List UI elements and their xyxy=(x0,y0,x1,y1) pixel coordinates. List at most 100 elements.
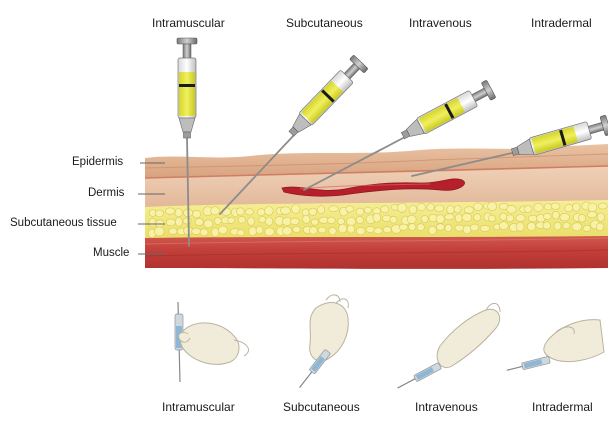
fat-globule xyxy=(409,205,417,214)
fat-globule xyxy=(390,216,397,223)
fat-globule xyxy=(364,207,371,213)
fat-globule xyxy=(462,213,472,221)
fat-globule xyxy=(228,217,235,223)
fat-globule xyxy=(356,216,363,223)
fat-globule xyxy=(436,215,444,224)
fat-globule xyxy=(154,227,164,236)
fat-globule xyxy=(480,225,490,231)
fat-globule xyxy=(383,227,391,233)
fat-globule xyxy=(445,224,452,231)
fat-globule xyxy=(399,224,408,230)
fat-globule xyxy=(500,213,507,220)
fat-globule xyxy=(455,214,462,222)
fat-globule xyxy=(543,222,551,229)
fat-globule xyxy=(309,208,317,215)
fat-globule xyxy=(195,218,203,225)
fat-globule xyxy=(428,226,436,234)
fat-globule xyxy=(563,223,570,229)
fat-globule xyxy=(280,207,290,215)
fat-globule xyxy=(381,206,389,213)
fat-globule xyxy=(554,222,561,230)
fat-globule xyxy=(236,208,244,215)
fat-globule xyxy=(338,218,345,225)
fat-globule xyxy=(409,224,416,231)
fat-globule xyxy=(212,228,219,237)
fat-globule xyxy=(192,228,201,234)
fat-globule xyxy=(435,205,444,212)
fat-globule xyxy=(474,214,481,221)
fat-globule xyxy=(356,208,364,215)
fat-globule xyxy=(489,215,496,222)
fat-globule xyxy=(248,217,255,225)
fat-globule xyxy=(454,206,461,213)
fat-globule xyxy=(257,209,265,216)
fat-globule xyxy=(534,203,543,211)
fat-globule xyxy=(238,216,246,223)
fat-globule xyxy=(366,226,374,232)
fat-globule xyxy=(318,227,326,233)
fat-globule xyxy=(572,223,582,231)
fat-globule xyxy=(327,217,335,224)
hand-intravenous xyxy=(396,303,500,391)
fat-globule xyxy=(470,224,479,231)
syringe-intramuscular xyxy=(177,38,197,138)
fat-globule xyxy=(573,203,581,211)
fat-globule xyxy=(265,228,275,236)
fat-globule xyxy=(175,218,182,227)
fat-globule xyxy=(565,204,573,212)
syringe-subcutaneous xyxy=(284,55,368,141)
fat-globule xyxy=(338,224,347,233)
fat-globule xyxy=(293,227,301,233)
fat-globule xyxy=(309,227,317,235)
bottom-label-intradermal: Intradermal xyxy=(532,400,593,414)
fat-globule xyxy=(303,215,311,223)
fat-globule xyxy=(175,209,182,217)
fat-globule xyxy=(282,227,292,235)
fat-globule xyxy=(524,206,532,213)
fat-globule xyxy=(597,213,604,221)
fat-globule xyxy=(290,218,299,225)
fat-globule xyxy=(256,226,263,234)
bottom-label-intravenous: Intravenous xyxy=(415,400,478,414)
fat-globule xyxy=(214,218,221,225)
fat-globule xyxy=(598,203,607,209)
fat-globule xyxy=(245,209,253,215)
bottom-label-intramuscular: Intramuscular xyxy=(162,400,235,414)
fat-globule xyxy=(552,211,559,219)
fat-globule xyxy=(436,224,444,231)
fat-globule xyxy=(166,219,175,226)
fat-globule xyxy=(445,214,454,220)
fat-globule xyxy=(265,207,274,216)
fat-globule xyxy=(463,225,471,233)
fat-globule xyxy=(311,219,318,225)
fat-globule xyxy=(165,208,175,215)
fat-globule xyxy=(249,227,257,236)
fat-globule xyxy=(329,227,337,235)
fat-globule xyxy=(218,226,227,234)
hand-subcutaneous xyxy=(297,295,349,390)
fat-globule xyxy=(200,229,208,236)
fat-globule xyxy=(356,227,365,235)
fat-globule xyxy=(417,203,425,211)
hand-intramuscular xyxy=(175,302,249,382)
fat-globule xyxy=(516,223,524,232)
fat-globule xyxy=(318,206,325,214)
fat-globule xyxy=(265,217,272,226)
fat-globule xyxy=(329,206,339,212)
fat-globule xyxy=(183,218,191,224)
fat-globule xyxy=(346,206,354,212)
fat-globule xyxy=(302,209,309,216)
fat-globule xyxy=(474,203,483,211)
fat-globule xyxy=(374,228,383,234)
fat-globule xyxy=(527,222,536,230)
fat-globule xyxy=(596,223,604,231)
fat-globule xyxy=(507,205,517,213)
fat-globule xyxy=(543,213,551,219)
fat-globule xyxy=(499,222,508,230)
fat-globule xyxy=(464,207,474,214)
fat-globule xyxy=(427,204,434,211)
fat-globule xyxy=(192,210,200,217)
bottom-label-subcutaneous: Subcutaneous xyxy=(283,400,360,414)
